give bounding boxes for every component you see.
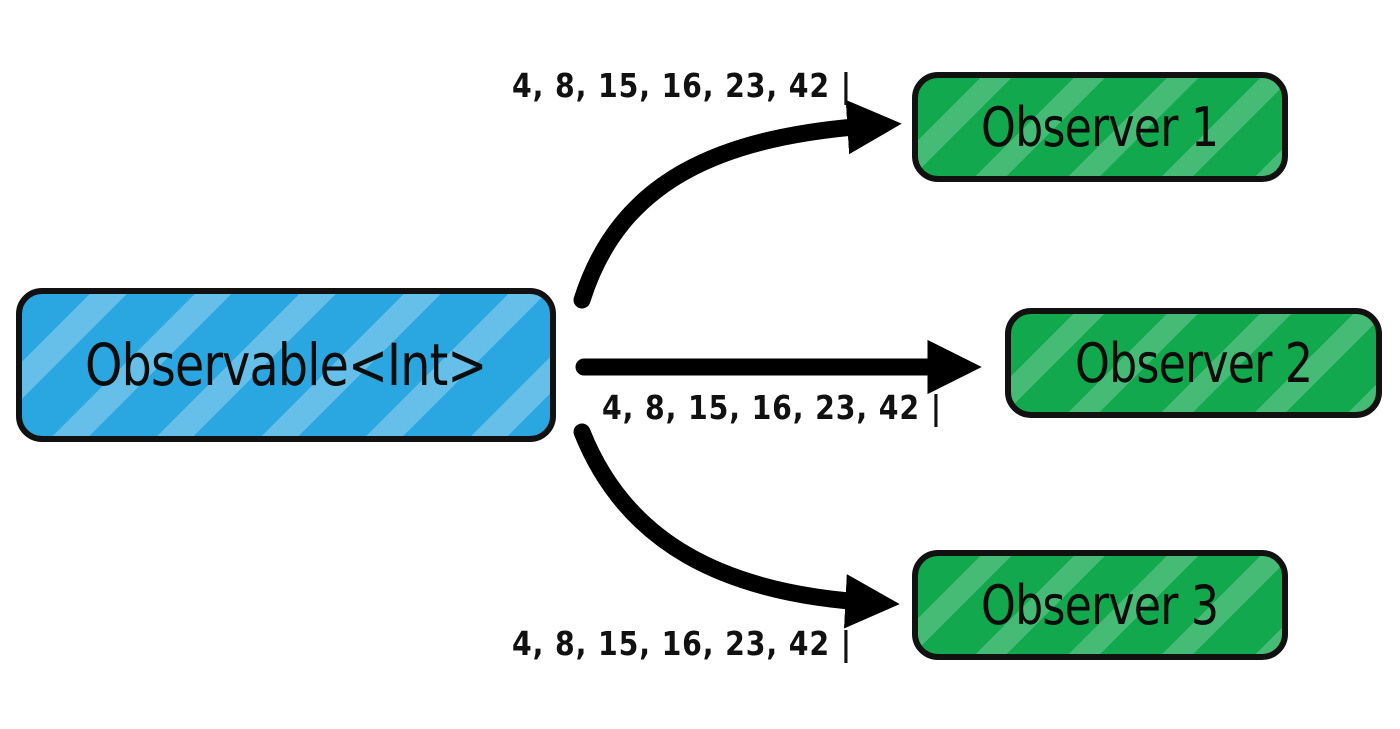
observer-3-label: Observer 3: [981, 573, 1219, 637]
arrow-to-observer-3: [573, 423, 900, 629]
observable-label: Observable<Int>: [85, 331, 487, 399]
arrow-to-observer-1: [573, 99, 902, 309]
observer-3-stripes: [918, 556, 1282, 654]
observer-2-stripes: [1011, 314, 1376, 412]
observer-2-box: Observer 2: [1005, 308, 1382, 418]
stream-values-2: 4, 8, 15, 16, 23, 42 |: [602, 388, 942, 427]
observer-2-label: Observer 2: [1074, 331, 1313, 395]
observer-1-label: Observer 1: [981, 95, 1219, 159]
observer-1-box: Observer 1: [912, 72, 1288, 182]
stream-values-1: 4, 8, 15, 16, 23, 42 |: [512, 66, 852, 105]
observable-box: Observable<Int>: [16, 288, 556, 442]
observer-3-box: Observer 3: [912, 550, 1288, 660]
observable-box-stripes: [22, 294, 550, 436]
observer-1-stripes: [918, 78, 1282, 176]
stream-values-3: 4, 8, 15, 16, 23, 42 |: [512, 624, 852, 663]
